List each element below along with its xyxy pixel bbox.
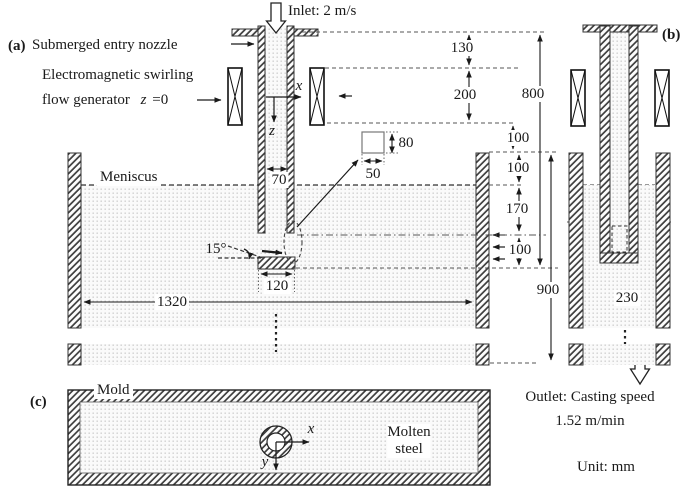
port-angle-label: 15° bbox=[205, 241, 227, 257]
nozzle-flange-b bbox=[582, 24, 658, 33]
mold-wall-right-lower bbox=[475, 343, 490, 366]
z-equals-zero-var: z bbox=[140, 92, 147, 108]
nozzle-bore bbox=[265, 26, 287, 257]
axis-y-label-c: y bbox=[261, 454, 269, 470]
nozzle-bottom-plate-b bbox=[599, 252, 639, 264]
outlet-line1: Outlet: Casting speed bbox=[525, 389, 655, 405]
mold-wall-right-lower-b bbox=[655, 343, 671, 366]
nozzle-wall-left-b bbox=[599, 25, 611, 254]
mold-label: Mold bbox=[94, 381, 133, 399]
axis-z-label-a: z bbox=[269, 123, 275, 139]
dim-label-230: 230 bbox=[613, 290, 641, 306]
panel-b-tag: (b) bbox=[662, 27, 681, 43]
meniscus-label: Meniscus bbox=[97, 168, 161, 186]
inlet-label: Inlet: 2 m/s bbox=[288, 3, 357, 19]
coil-icon bbox=[227, 67, 243, 126]
mold-wall-right bbox=[475, 152, 490, 329]
nozzle-wall-right-b bbox=[628, 25, 639, 254]
dim-label-130: 130 bbox=[448, 40, 476, 56]
em-generator-label-line1: Electromagnetic swirling bbox=[42, 67, 194, 83]
dim-label-100-bot: 100 bbox=[506, 242, 534, 258]
em-coils bbox=[227, 67, 670, 127]
axes-a bbox=[266, 94, 302, 123]
dim-label-900: 900 bbox=[534, 282, 562, 298]
port-flow-arrow bbox=[261, 249, 283, 256]
dimension-lines bbox=[83, 34, 666, 361]
unit-note: Unit: mm bbox=[577, 459, 635, 475]
molten-steel-line2: steel bbox=[395, 441, 423, 457]
nozzle-flange-left bbox=[231, 28, 259, 37]
mold-wall-left-lower-b bbox=[568, 343, 584, 366]
dim-label-120: 120 bbox=[263, 278, 291, 294]
molten-steel-label: Molten steel bbox=[387, 424, 431, 458]
axis-x-label-c: x bbox=[307, 421, 315, 437]
dim-label-800: 800 bbox=[519, 86, 547, 102]
angle-arc-arrow bbox=[243, 248, 254, 260]
dim-label-200: 200 bbox=[451, 87, 479, 103]
dim-label-80: 80 bbox=[398, 135, 414, 151]
panel-a-mold-walls bbox=[67, 152, 490, 366]
port-detail-rect bbox=[361, 131, 385, 154]
dim-label-70: 70 bbox=[269, 172, 289, 188]
coil-icon bbox=[654, 69, 670, 127]
molten-steel-line1: Molten bbox=[387, 424, 431, 440]
nozzle-wall-right bbox=[286, 25, 295, 234]
coil-icon bbox=[309, 67, 325, 126]
port-angle-detail bbox=[218, 131, 385, 264]
pointer-arrows bbox=[197, 41, 505, 262]
coil-icon bbox=[570, 69, 586, 127]
panel-c-tag: (c) bbox=[30, 394, 47, 410]
nozzle-wall-left bbox=[257, 25, 266, 234]
flow-generator-text: flow generator bbox=[42, 92, 130, 108]
port-dashed-rect-b bbox=[611, 225, 628, 253]
extension-ticks bbox=[258, 131, 398, 292]
inlet-arrow-icon bbox=[265, 2, 287, 35]
axis-x-label-a: x bbox=[295, 78, 303, 94]
submerged-entry-nozzle-label: Submerged entry nozzle bbox=[32, 37, 178, 53]
dim-label-1320: 1320 bbox=[155, 294, 189, 310]
outlet-line2: 1.52 m/min bbox=[555, 413, 625, 429]
sen-nozzle-a bbox=[231, 25, 319, 270]
axes-c bbox=[273, 439, 310, 471]
dim-label-100-top: 100 bbox=[504, 130, 532, 146]
z-equals-zero-value: =0 bbox=[152, 92, 169, 108]
nozzle-bore-b bbox=[610, 26, 629, 253]
mold-wall-left bbox=[67, 152, 82, 329]
mold-wall-left-b bbox=[568, 152, 584, 329]
port-highlight-ellipse bbox=[283, 220, 303, 264]
detail-pointer-arrow bbox=[296, 159, 359, 228]
dim-label-100-mid: 100 bbox=[504, 160, 532, 176]
mold-wall-left-lower bbox=[67, 343, 82, 366]
outlet-label: Outlet: Casting speed 1.52 m/min bbox=[525, 385, 654, 433]
panel-a-tag: (a) bbox=[8, 38, 26, 54]
mold-wall-right-b bbox=[655, 152, 671, 329]
nozzle-bottom-plate bbox=[257, 256, 296, 270]
dim-label-50: 50 bbox=[365, 166, 381, 182]
dim-label-170: 170 bbox=[503, 201, 531, 217]
em-generator-label-line2: flow generator z =0 bbox=[42, 91, 168, 109]
